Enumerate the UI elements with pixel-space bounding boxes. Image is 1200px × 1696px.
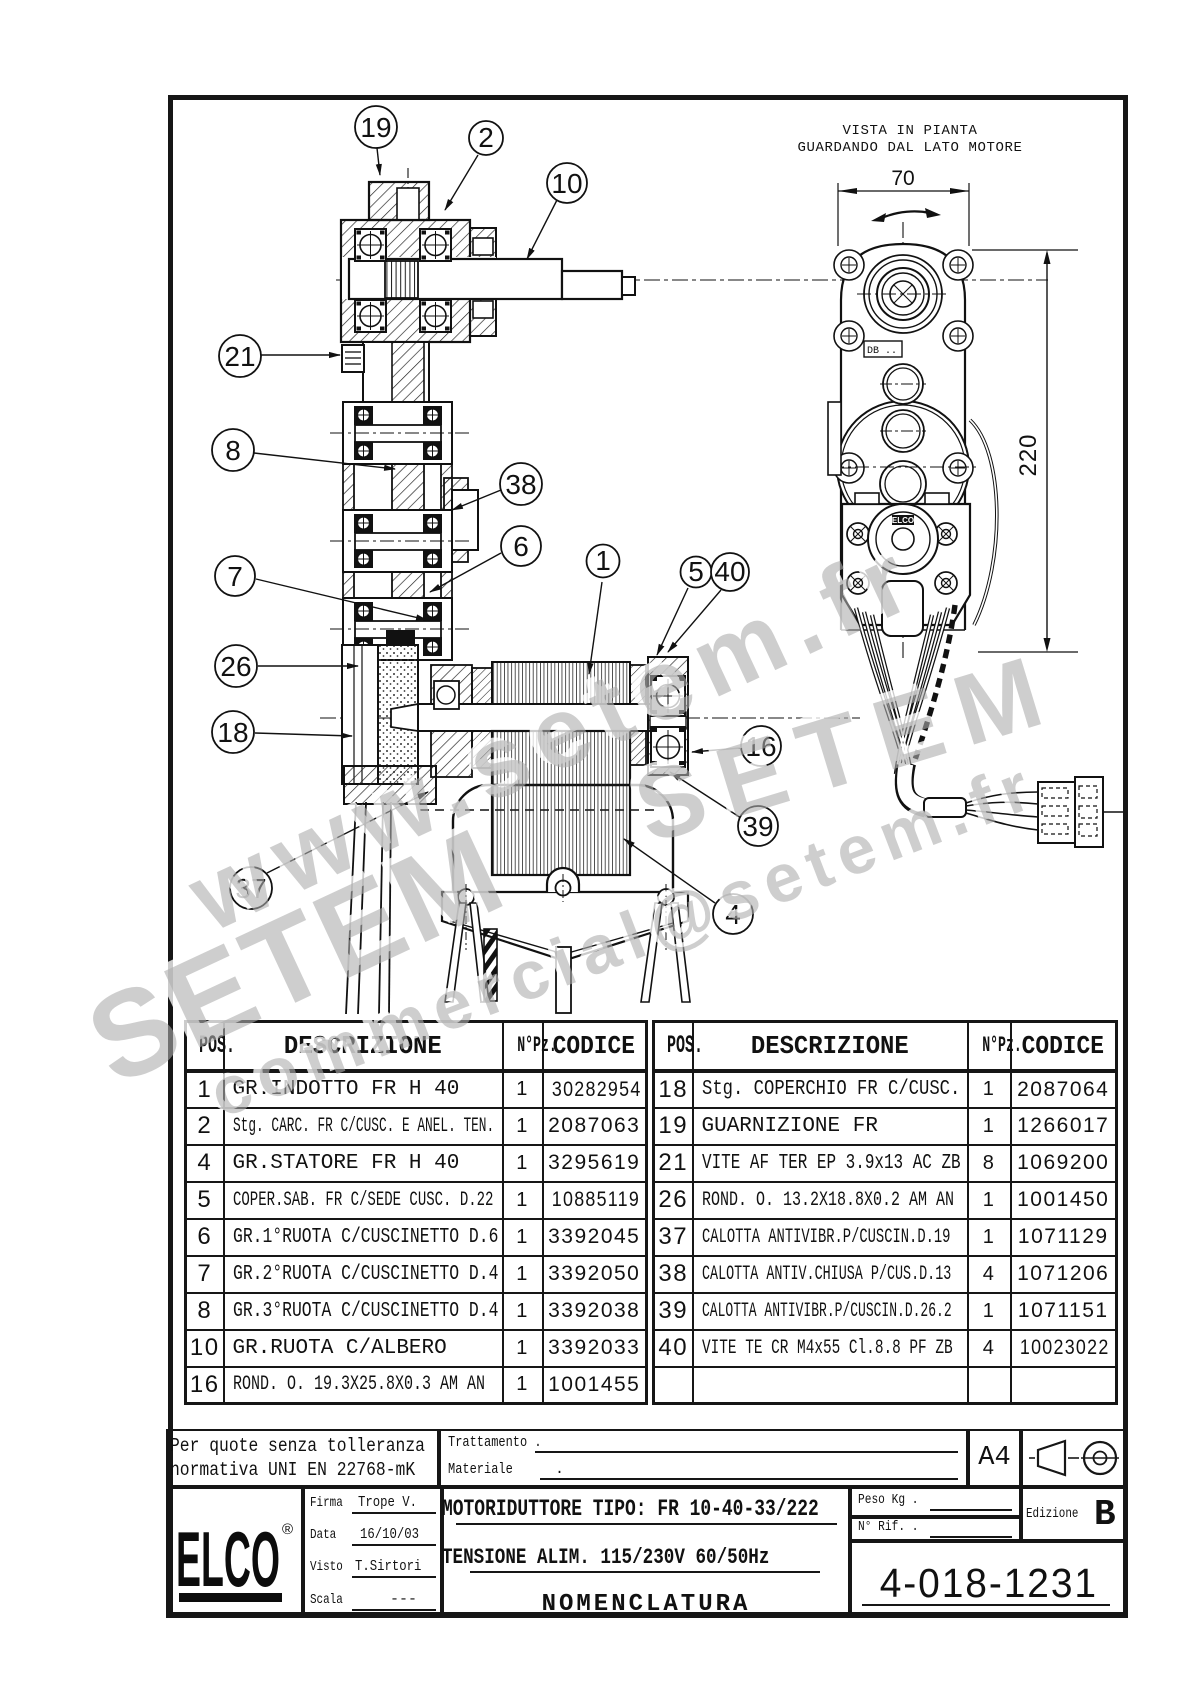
svg-text:1: 1 [595,545,611,576]
svg-text:38: 38 [505,469,536,500]
svg-text:37: 37 [235,873,266,904]
svg-text:ELCO: ELCO [176,1515,280,1603]
svg-text:19: 19 [360,112,391,143]
svg-text:®: ® [282,1521,293,1538]
svg-text:GUARDANDO DAL LATO MOTORE: GUARDANDO DAL LATO MOTORE [797,140,1022,156]
svg-text:4: 4 [725,899,741,930]
svg-text:18: 18 [217,717,248,748]
svg-text:2: 2 [478,122,494,153]
svg-text:7: 7 [227,561,243,592]
svg-text:DB ..: DB .. [867,346,897,357]
svg-text:39: 39 [742,811,773,842]
svg-text:5: 5 [688,556,704,587]
svg-text:8: 8 [225,435,241,466]
svg-text:VISTA IN PIANTA: VISTA IN PIANTA [842,123,977,139]
svg-text:26: 26 [220,651,251,682]
svg-text:16: 16 [745,731,776,762]
svg-text:ELCO: ELCO [892,516,914,525]
svg-text:10: 10 [551,168,582,199]
svg-text:21: 21 [224,341,255,372]
svg-text:40: 40 [714,556,745,587]
svg-text:220: 220 [1015,433,1042,476]
svg-text:70: 70 [891,167,914,190]
svg-text:6: 6 [513,531,529,562]
